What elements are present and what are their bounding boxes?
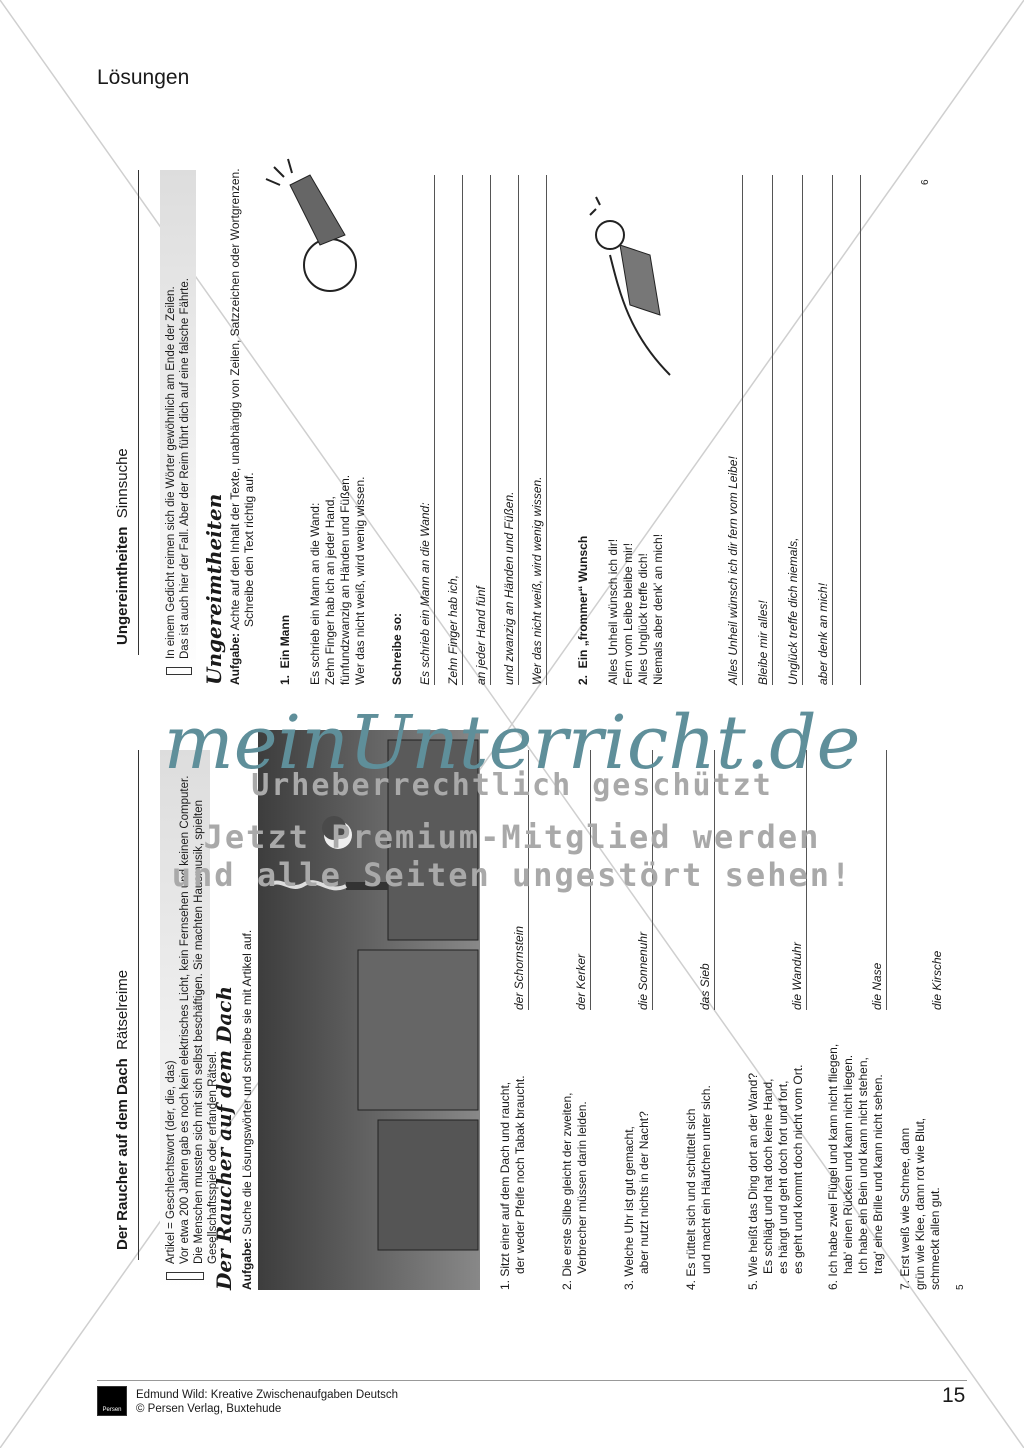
left-title: Der Raucher auf dem Dach: [114, 1058, 131, 1250]
footer-credits: Edmund Wild: Kreative Zwischenaufgaben D…: [136, 1389, 399, 1415]
riddle-3-answer: die Sonnenuhr: [636, 931, 650, 1010]
watermark-line3: und alle Seiten ungestört sehen!: [171, 856, 853, 894]
answer-line: [462, 175, 463, 685]
riddle-5: 5. Wie heißt das Ding dort an der Wand? …: [746, 1064, 805, 1290]
riddle-2: 2. Die erste Silbe gleicht der zweiten,V…: [560, 1092, 589, 1290]
man-icon: [265, 158, 357, 292]
poem-1: 1. Ein Mann Es schrieb ein Mann an die W…: [278, 474, 367, 685]
poem-2-answer: Alles Unheil wünsch ich dir fern vom Lei…: [726, 456, 740, 685]
write-label: Schreibe so:: [390, 612, 404, 685]
falling-man-icon: [589, 196, 671, 376]
answer-line: [518, 175, 519, 685]
info-line: In einem Gedicht reimen sich die Wörter …: [165, 286, 177, 659]
info-icon: [166, 1272, 204, 1280]
right-info-box: In einem Gedicht reimen sich die Wörter …: [160, 170, 196, 685]
riddle-1: 1. Sitzt einer auf dem Dach und raucht,d…: [498, 1075, 527, 1290]
answer-line: [772, 175, 773, 685]
rooftop-illustration: [258, 730, 480, 1290]
right-header: Ungereimtheiten Sinnsuche: [100, 170, 160, 685]
info-line: Das ist auch hier der Fall. Aber der Rei…: [179, 278, 191, 659]
poem-1-answer: Zehn Finger hab ich,: [446, 574, 460, 685]
answer-line: [546, 175, 547, 685]
left-worksheet: Der Raucher auf dem Dach Rätselreime Art…: [100, 730, 966, 1310]
page-number: 15: [942, 1384, 966, 1407]
answer-line: [860, 175, 861, 685]
left-heading: Der Raucher auf dem Dach: [212, 985, 236, 1290]
riddle-4-answer: das Sieb: [698, 963, 712, 1010]
poem-1-answer: Es schrieb ein Mann an die Wand:: [418, 502, 432, 685]
left-task: Aufgabe: Suche die Lösungswörter und sch…: [240, 929, 254, 1290]
riddle-7-answer: die Kirsche: [930, 950, 944, 1010]
riddle-3: 3. Welche Uhr ist gut gemacht,aber nutzt…: [622, 1111, 651, 1290]
poem-2-answer: Bleibe mir alles!: [756, 600, 770, 685]
riddle-6: 6. Ich habe zwei Flügel und kann nicht f…: [826, 1043, 885, 1290]
watermark-line2: Jetzt Premium-Mitglied werden: [203, 818, 821, 856]
answer-line: [742, 175, 743, 685]
watermark-brand: meinUnterricht.de: [163, 700, 861, 786]
right-title: Ungereimtheiten: [114, 526, 131, 645]
poem-1-answer: an jeder Hand fünf: [474, 586, 488, 685]
poem-2: 2. Ein „frommer“ Wunsch Alles Unheil wün…: [576, 533, 665, 685]
answer-line: [832, 175, 833, 685]
right-subtitle: Sinnsuche: [114, 448, 131, 519]
riddle-1-answer: der Schornstein: [512, 925, 526, 1010]
poem-2-answer: aber denk an mich!: [816, 582, 830, 685]
riddle-7: 7. Erst weiß wie Schnee, dann grün wie K…: [898, 1117, 942, 1290]
persen-logo: Persen: [97, 1386, 127, 1416]
right-worksheet: Ungereimtheiten Sinnsuche In einem Gedic…: [100, 150, 960, 705]
page-title: Lösungen: [97, 66, 190, 89]
right-heading: Ungereimtheiten: [202, 493, 226, 685]
left-subtitle: Rätselreime: [114, 969, 131, 1050]
answer-line: [490, 175, 491, 685]
riddle-5-answer: die Wanduhr: [790, 942, 804, 1010]
waving-man-illustration: [260, 155, 380, 325]
watermark-line1: Urheberrechtlich geschützt: [251, 768, 773, 803]
poem-2-answer: Unglück treffe dich niemals,: [786, 537, 800, 685]
poem-1-answer: und zwanzig an Händen und Füßen.: [502, 491, 516, 685]
right-task: Aufgabe: Achte auf den Inhalt der Texte,…: [228, 168, 256, 685]
info-icon: [166, 667, 192, 675]
right-page-number: 6: [920, 179, 931, 185]
poem-1-answer: Wer das nicht weiß, wird wenig wissen.: [530, 476, 544, 685]
left-page-number: 5: [955, 1284, 966, 1290]
answer-line: [434, 175, 435, 685]
answer-line: [802, 175, 803, 685]
rooftop-scene-icon: [269, 739, 479, 1251]
footer-divider: [97, 1380, 967, 1381]
riddle-2-answer: der Kerker: [574, 953, 588, 1010]
riddle-6-answer: die Nase: [870, 962, 884, 1010]
falling-man-illustration: [570, 165, 690, 405]
